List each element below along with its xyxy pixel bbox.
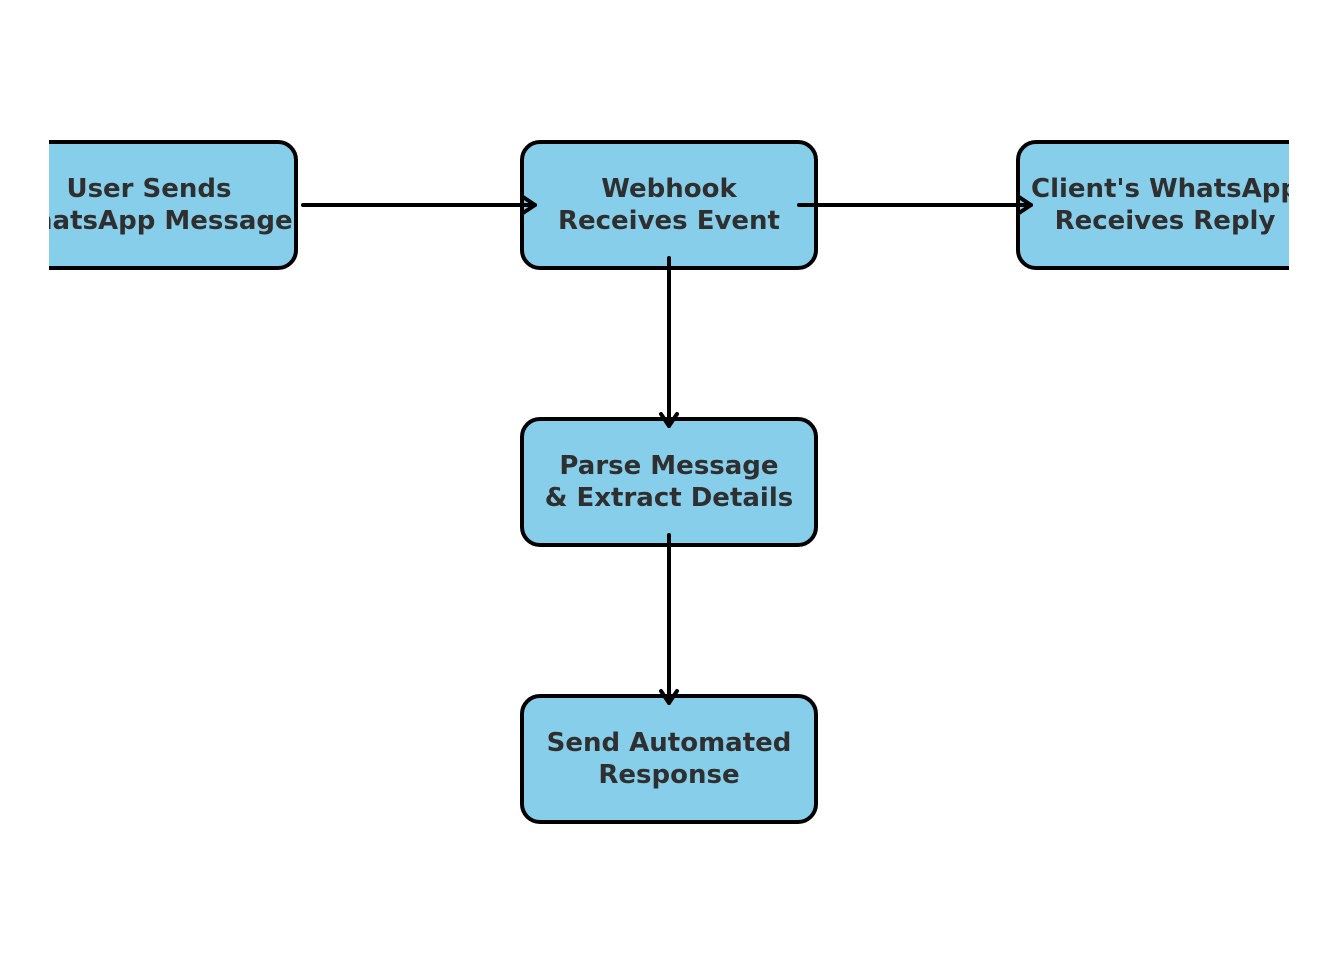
node-label-line: Client's WhatsApp [1031,174,1289,204]
node-label-line: Parse Message [559,451,779,481]
node-label-line: WhatsApp Message [49,206,293,236]
node-client-receives-reply: Client's WhatsApp Receives Reply [1016,140,1289,270]
node-parse-message: Parse Message & Extract Details [520,417,818,547]
node-label-line: Send Automated [546,728,792,758]
node-user-sends-message: User Sends WhatsApp Message [49,140,298,270]
node-label: Parse Message & Extract Details [545,450,793,514]
node-label-line: Receives Reply [1054,206,1276,236]
node-send-automated-response: Send Automated Response [520,694,818,824]
node-label: Webhook Receives Event [558,173,780,237]
node-label-line: Response [598,760,740,790]
node-label-line: Webhook [601,174,737,204]
node-label-line: & Extract Details [544,483,794,513]
diagram-area: User Sends WhatsApp Message Webhook Rece… [49,0,1289,964]
node-label: User Sends WhatsApp Message [49,173,293,237]
node-label-line: Receives Event [557,206,780,236]
node-webhook-receives-event: Webhook Receives Event [520,140,818,270]
node-label: Send Automated Response [547,727,792,791]
node-label: Client's WhatsApp Receives Reply [1031,173,1289,237]
node-label-line: User Sends [66,174,232,204]
